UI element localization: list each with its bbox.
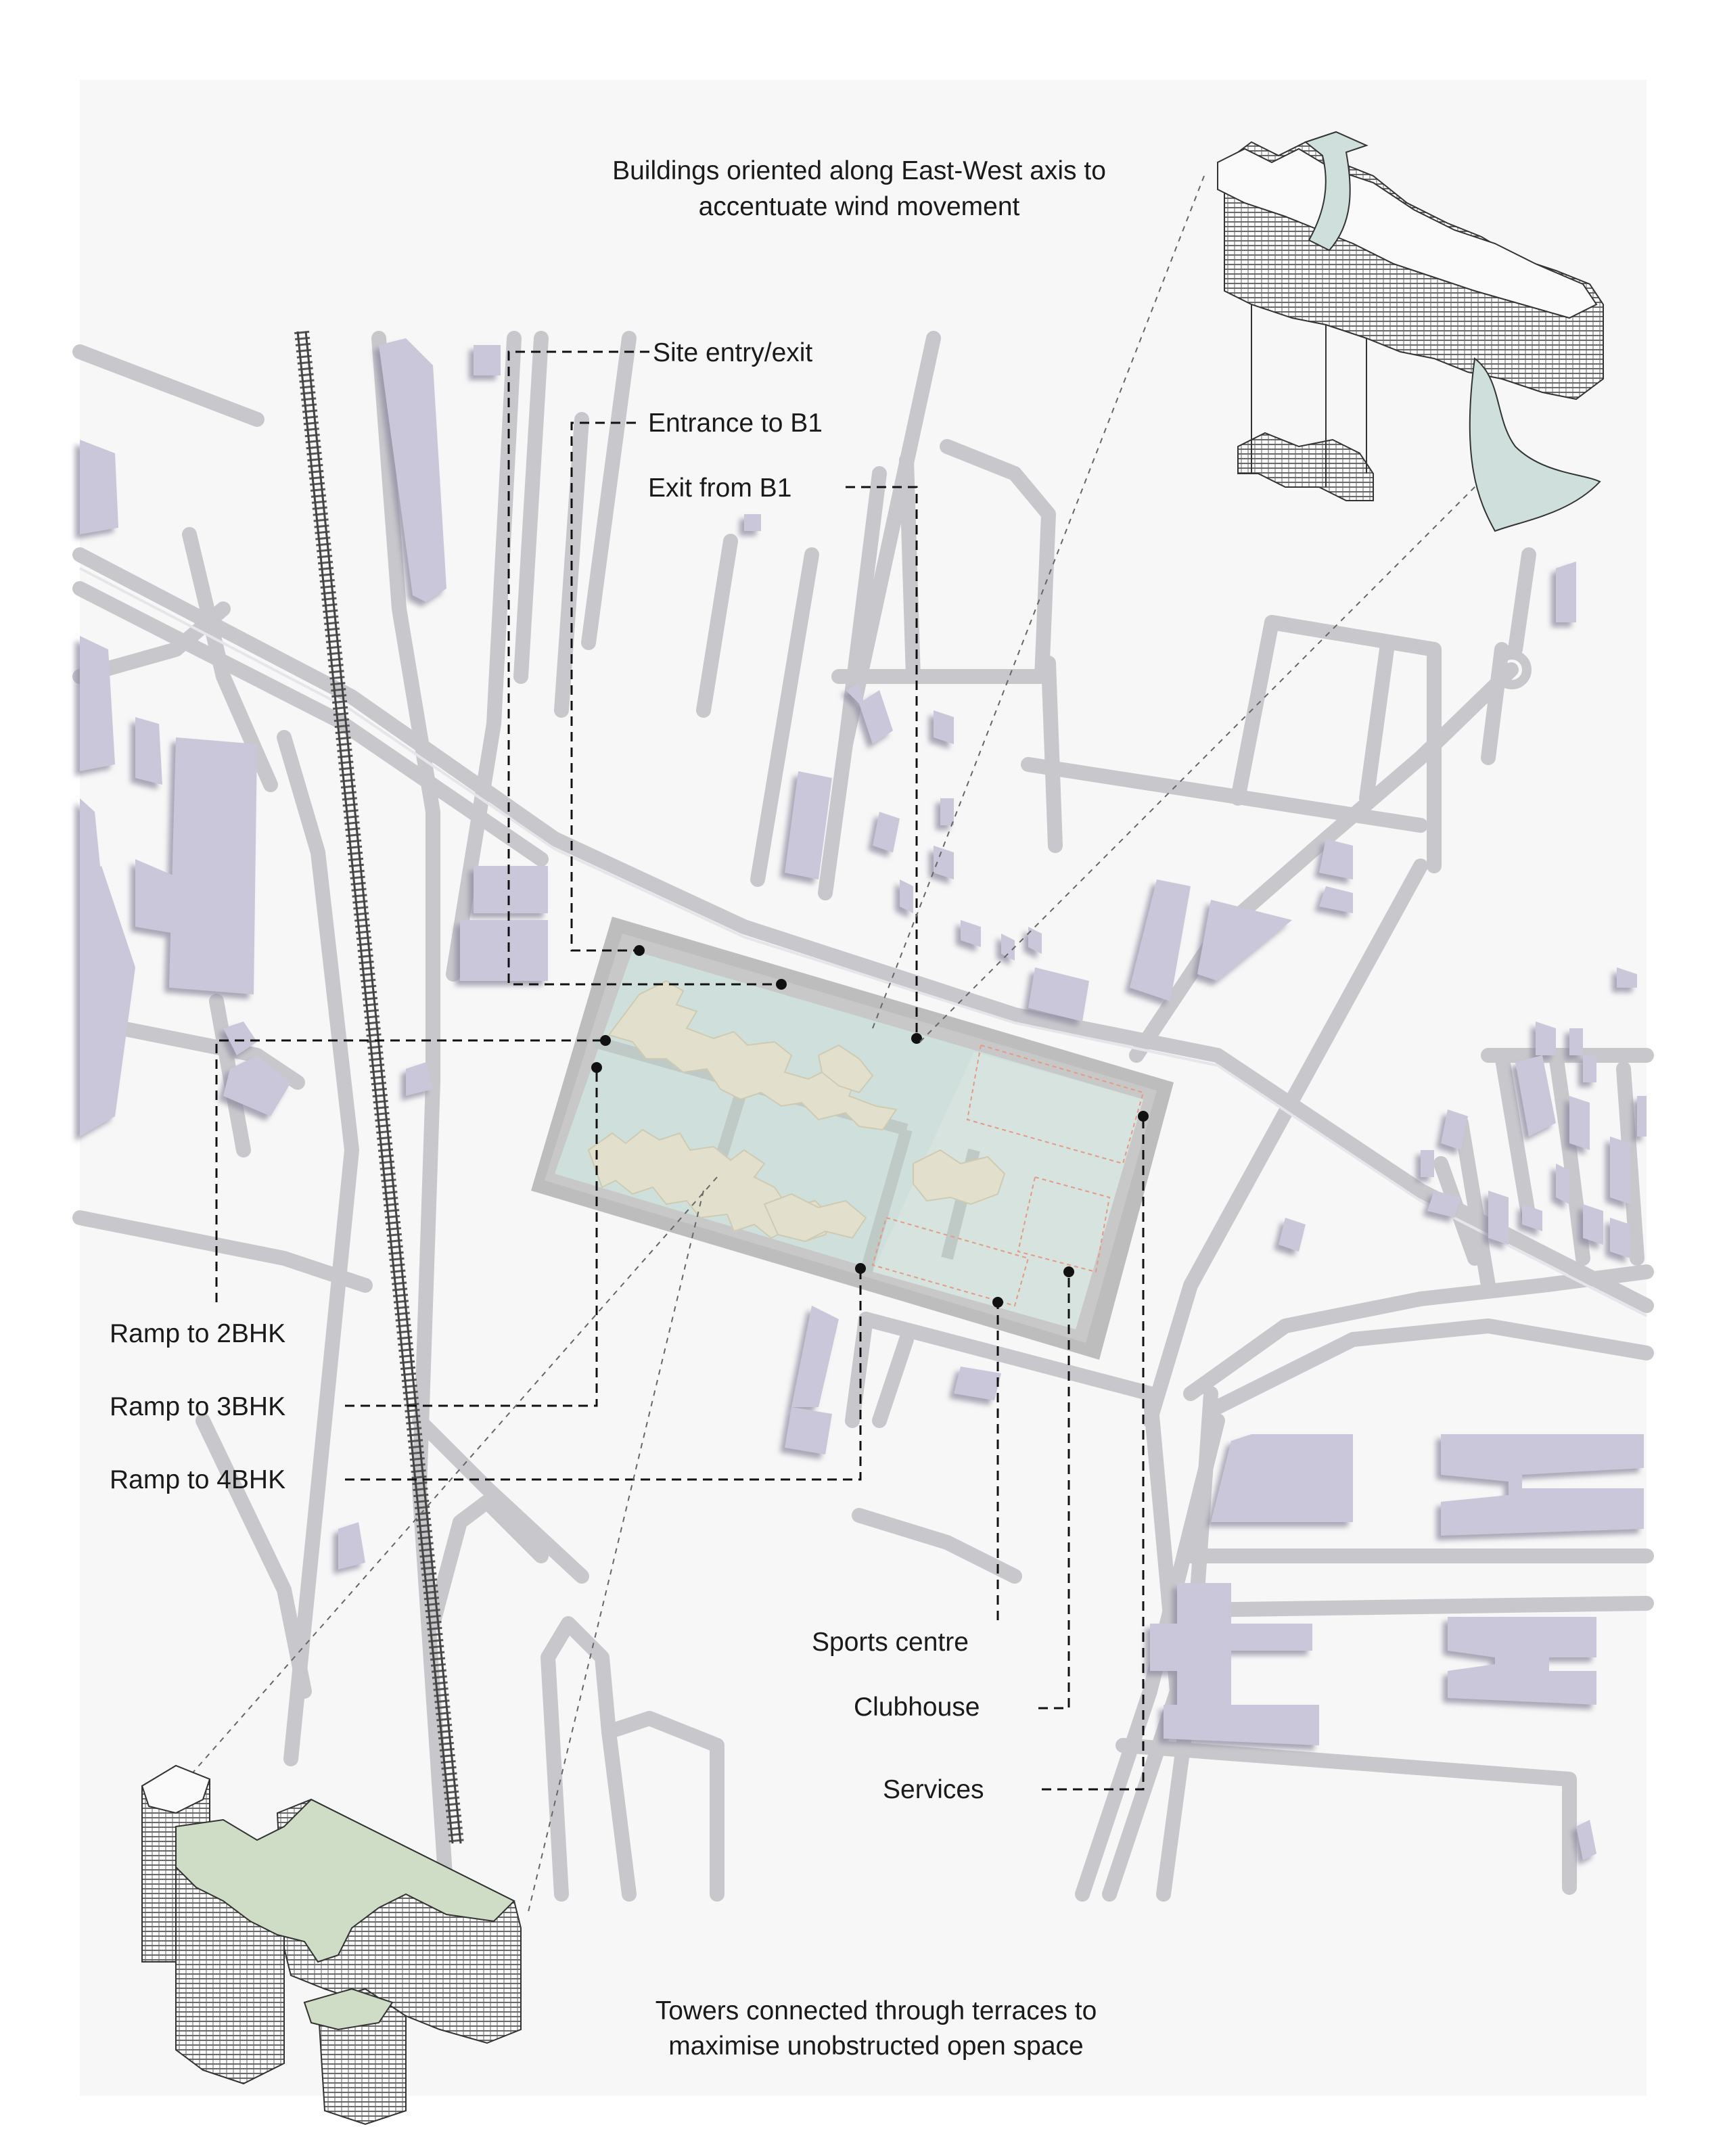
- callout-dots: [591, 945, 1149, 1308]
- project-site: [531, 917, 1174, 1360]
- terrace-caption-line-1: Towers connected through terraces to: [656, 1996, 1097, 2025]
- main-road: [72, 547, 1654, 1313]
- grid-road: [1021, 615, 1442, 873]
- label-clubhouse: Clubhouse: [854, 1693, 980, 1722]
- annotation-texts: Buildings oriented along East-West axis …: [110, 156, 1106, 2061]
- services-outline: [966, 1044, 1145, 1165]
- leader-exit-b1: [846, 486, 918, 1038]
- south-road: [858, 1312, 1184, 1902]
- leader-dot-icon: [634, 945, 645, 956]
- railway-line: [294, 330, 464, 1845]
- leader-dot-icon: [992, 1297, 1003, 1308]
- wind-caption-line-1: Buildings oriented along East-West axis …: [612, 156, 1106, 185]
- roundabout: [1492, 650, 1532, 689]
- main-road-inner: [79, 567, 1647, 1317]
- road-northwest: [72, 344, 264, 427]
- leader-site-entry: [507, 350, 781, 986]
- leader-dot-icon: [1063, 1266, 1074, 1277]
- leader-dot-icon: [600, 1035, 611, 1046]
- leader-ramp-4bhk: [345, 1268, 862, 1481]
- wind-caption-line-2: accentuate wind movement: [699, 192, 1020, 221]
- green-terrace: [175, 1798, 515, 1963]
- context-buildings: [80, 338, 1647, 1860]
- wind-inset-axonometric: [1217, 131, 1604, 532]
- leader-ramp-2bhk: [215, 1039, 605, 1302]
- residential-towers: [587, 980, 1006, 1243]
- leader-dot-icon: [776, 979, 787, 990]
- leader-lines: [215, 350, 1145, 1791]
- sports-centre-outline: [871, 1216, 1030, 1307]
- road-north-loop: [899, 439, 1056, 684]
- leader-dot-icon: [1138, 1111, 1149, 1122]
- leader-services: [1042, 1116, 1145, 1791]
- label-exit-b1: Exit from B1: [648, 474, 791, 503]
- curved-wind-arrow-icon: [1304, 131, 1368, 252]
- terrace-caption-line-2: maximise unobstructed open space: [668, 2032, 1084, 2061]
- leader-dot-icon: [591, 1062, 602, 1073]
- label-site-entry: Site entry/exit: [653, 338, 812, 367]
- facility-outlines: [871, 1044, 1145, 1307]
- leader-ramp-3bhk: [345, 1068, 598, 1407]
- label-services: Services: [883, 1775, 984, 1804]
- projection-lines: [168, 175, 1489, 1915]
- label-ramp-4bhk: Ramp to 4BHK: [110, 1465, 285, 1494]
- leader-entrance-b1: [570, 421, 639, 952]
- tower-cluster-east: [913, 1149, 1006, 1206]
- east-street-3: [1116, 1738, 1577, 1895]
- leader-dot-icon: [855, 1263, 866, 1274]
- leader-dot-icon: [911, 1033, 922, 1044]
- loop-road-south: [540, 1616, 724, 1902]
- east-street-2: [1183, 1596, 1654, 1618]
- terrace-inset-axonometric: [141, 1764, 522, 2126]
- label-sports-centre: Sports centre: [812, 1628, 969, 1657]
- label-ramp-3bhk: Ramp to 3BHK: [110, 1392, 285, 1421]
- tower-cluster-north: [607, 980, 898, 1131]
- label-entrance-b1: Entrance to B1: [648, 409, 823, 438]
- label-ramp-2bhk: Ramp to 2BHK: [110, 1319, 285, 1348]
- clubhouse-outline: [1017, 1176, 1111, 1273]
